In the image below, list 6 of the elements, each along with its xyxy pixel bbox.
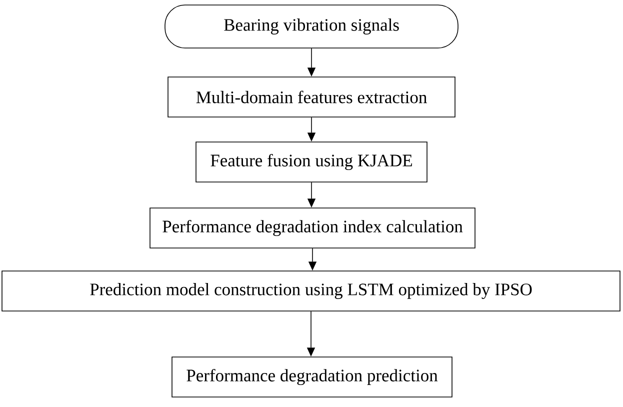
process-box: Feature fusion using KJADE <box>196 142 428 182</box>
process-box: Prediction model construction using LSTM optimized by IPSO <box>2 270 620 312</box>
process-box: Multi-domain features extraction <box>168 76 456 118</box>
process-box: Performance degradation prediction <box>172 356 452 398</box>
process-box: Performance degradation index calculation <box>150 208 476 248</box>
terminal-box: Bearing vibration signals <box>164 4 458 48</box>
